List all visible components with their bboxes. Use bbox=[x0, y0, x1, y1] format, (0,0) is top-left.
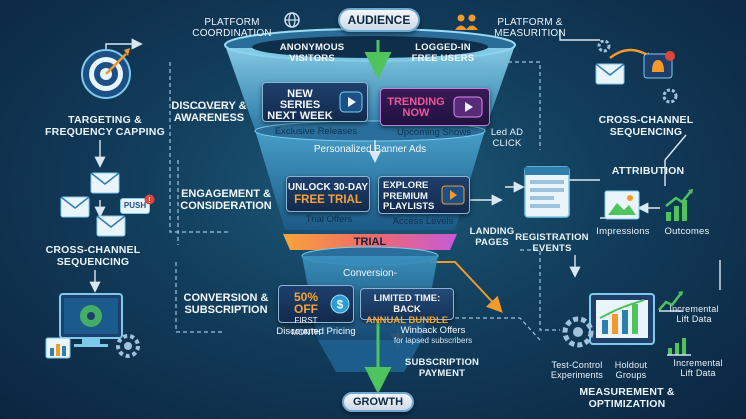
test-control-label: Test-Control Experiments bbox=[550, 360, 604, 380]
discount-card[interactable]: 50% OFF FIRST MONTH $ bbox=[278, 285, 354, 337]
holdout-groups-label: Holdout Groups bbox=[614, 360, 648, 380]
users-icon bbox=[454, 13, 480, 36]
right-sequencing-label: CROSS-CHANNEL SEQUENCING bbox=[598, 114, 694, 138]
globe-icon bbox=[283, 11, 301, 34]
limited-time-text: LIMITED TIME: BACK bbox=[373, 293, 441, 315]
annual-bundle-card[interactable]: LIMITED TIME: BACK ANNUAL BUNDLE bbox=[360, 288, 454, 326]
logged-in-users-label: LOGGED-IN FREE USERS bbox=[411, 42, 475, 64]
play-icon bbox=[339, 91, 363, 116]
trial-offers-label: Trial Offers bbox=[305, 214, 353, 225]
upcoming-shows-label: Upcoming Shows bbox=[397, 127, 471, 138]
trending-now-text: TRENDING NOW bbox=[387, 96, 445, 119]
landing-page-icon bbox=[524, 166, 570, 223]
stage-conversion-label: CONVERSION & SUBSCRIPTION bbox=[183, 292, 269, 316]
svg-text:$: $ bbox=[337, 298, 344, 312]
discount-text: 50% OFF bbox=[293, 290, 319, 316]
alert-icon: ! bbox=[144, 192, 155, 210]
ad-click-label: Led AD CLICK bbox=[490, 127, 524, 149]
premium-playlists-card[interactable]: EXPLORE PREMIUM PLAYLISTS bbox=[378, 176, 470, 214]
lift-data-label-1: Incremental Lift Data bbox=[669, 304, 719, 324]
subscription-payment-label: SUBSCRIPTION PAYMENT bbox=[404, 357, 480, 379]
monitor-gear-icon bbox=[42, 288, 142, 369]
email-icon bbox=[96, 215, 126, 242]
dollar-icon: $ bbox=[330, 294, 350, 316]
playlists-text: EXPLORE PREMIUM PLAYLISTS bbox=[383, 180, 435, 212]
winback-sub-label: for lapsed subscribers bbox=[393, 336, 473, 345]
measurement-label: MEASUREMENT & OPTIMIZATION bbox=[579, 386, 675, 410]
play-icon bbox=[453, 96, 483, 121]
email-icon bbox=[60, 196, 90, 223]
email-icon bbox=[90, 172, 120, 199]
play-icon bbox=[441, 185, 465, 209]
free-trial-card[interactable]: UNLOCK 30-DAY FREE TRIAL bbox=[286, 176, 370, 212]
annual-bundle-text: ANNUAL BUNDLE bbox=[365, 315, 449, 326]
push-notification-badge: PUSH bbox=[120, 198, 150, 214]
first-month-text: FIRST MONTH bbox=[291, 316, 321, 337]
free-trial-text: FREE TRIAL bbox=[294, 194, 362, 206]
svg-text:!: ! bbox=[148, 196, 151, 205]
analytics-dashboard-icon bbox=[560, 290, 660, 365]
platform-coordination-label: PLATFORM COORDINATION bbox=[192, 17, 272, 39]
conversion-title: Conversion- bbox=[343, 268, 397, 279]
registration-events-label: REGISTRATION EVENTS bbox=[515, 232, 589, 254]
access-levels-label: Access Levels bbox=[392, 216, 454, 227]
new-series-text: NEW SERIES NEXT WEEK bbox=[267, 88, 333, 122]
banner-ads-label: Personalized Banner Ads bbox=[313, 144, 427, 155]
audience-pill: AUDIENCE bbox=[338, 8, 420, 32]
exclusive-releases-label: Exclusive Releases bbox=[274, 126, 358, 137]
trial-label: TRIAL bbox=[353, 236, 387, 248]
left-sequencing-label: CROSS-CHANNEL SEQUENCING bbox=[45, 244, 141, 268]
outcomes-label: Outcomes bbox=[664, 226, 710, 237]
growth-chart-icon bbox=[664, 188, 694, 227]
platform-measurement-label: PLATFORM & MEASURITION bbox=[494, 17, 566, 39]
sequencing-icon bbox=[590, 39, 680, 115]
unlock-text: UNLOCK 30-DAY bbox=[287, 182, 369, 193]
growth-pill: GROWTH bbox=[342, 392, 414, 412]
impressions-label: Impressions bbox=[596, 226, 650, 237]
push-text: PUSH bbox=[123, 201, 147, 210]
image-icon bbox=[604, 190, 640, 225]
winback-label: Winback Offers bbox=[400, 325, 466, 336]
anonymous-visitors-label: ANONYMOUS VISITORS bbox=[279, 42, 345, 64]
landing-pages-label: LANDING PAGES bbox=[469, 226, 515, 248]
lift-chart-icon bbox=[666, 334, 692, 361]
trending-now-card[interactable]: TRENDING NOW bbox=[380, 88, 490, 126]
targeting-label: TARGETING & FREQUENCY CAPPING bbox=[45, 114, 165, 138]
attribution-label: ATTRIBUTION bbox=[611, 165, 685, 177]
stage-discovery-label: DISCOVERY & AWARENESS bbox=[171, 100, 247, 124]
discounted-pricing-label: Discounted Pricing bbox=[276, 326, 356, 337]
new-series-card[interactable]: NEW SERIES NEXT WEEK bbox=[262, 82, 368, 122]
lift-chart-icon bbox=[658, 290, 684, 317]
stage-engagement-label: ENGAGEMENT & CONSIDERATION bbox=[180, 188, 272, 212]
lift-data-label-2: Incremental Lift Data bbox=[673, 358, 723, 378]
target-icon bbox=[78, 44, 134, 105]
